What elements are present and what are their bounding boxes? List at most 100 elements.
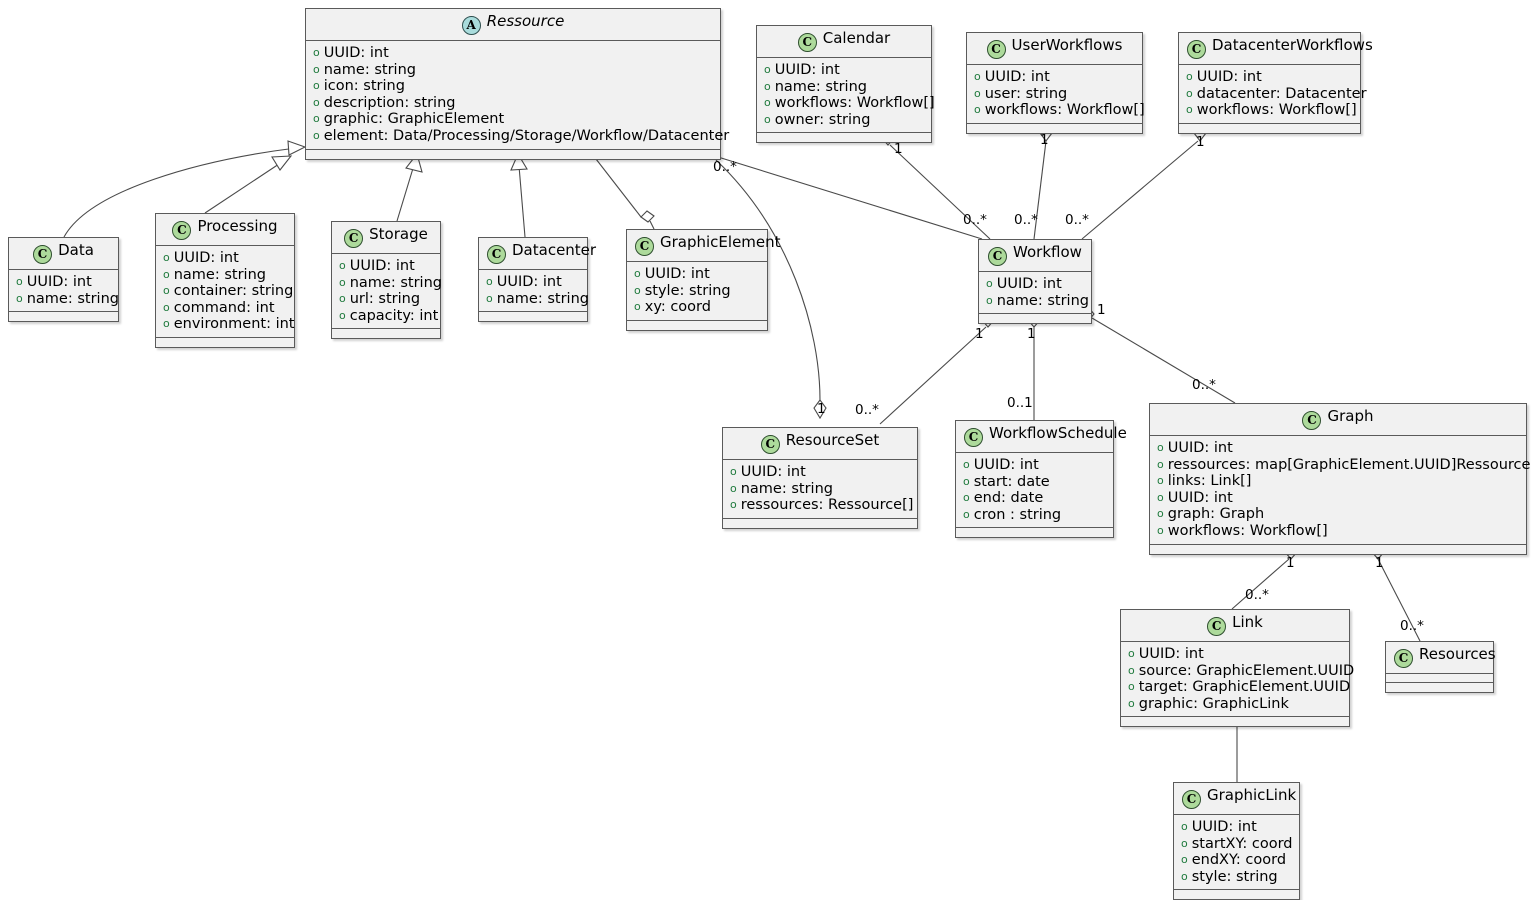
multiplicity-label-resourceset-one: 1 xyxy=(817,401,826,417)
attribute-text: capacity: int xyxy=(349,307,439,324)
attribute-text: user: string xyxy=(984,85,1068,102)
class-methods-datacenter xyxy=(479,312,587,322)
class-name-calendar: Calendar xyxy=(822,29,891,47)
public-visibility-icon: o xyxy=(163,284,170,298)
attribute-text: name: string xyxy=(774,78,867,95)
attribute-text: graph: Graph xyxy=(1167,506,1265,523)
public-visibility-icon: o xyxy=(986,277,993,290)
class-header-calendar: C Calendar xyxy=(757,26,931,58)
class-icon: C xyxy=(797,33,817,52)
class-methods-resources xyxy=(1386,683,1493,692)
class-methods-ressource xyxy=(306,149,720,159)
public-visibility-icon: o xyxy=(339,275,346,289)
class-icon: C xyxy=(33,245,53,264)
class-name-graph: Graph xyxy=(1327,407,1374,425)
class-name-datacenterworkflows: DatacenterWorkflows xyxy=(1212,36,1373,54)
attribute-text: name: string xyxy=(496,290,589,307)
attribute-text: graphic: GraphicLink xyxy=(1138,695,1289,712)
public-visibility-icon: o xyxy=(1186,70,1193,83)
public-visibility-icon: o xyxy=(313,62,320,76)
attribute-text: UUID: int xyxy=(349,258,415,274)
public-visibility-icon: o xyxy=(486,275,493,288)
public-visibility-icon: o xyxy=(1181,820,1188,833)
class-methods-resourceset xyxy=(723,518,917,528)
attribute-text: style: string xyxy=(644,282,731,299)
attribute-text: UUID: int xyxy=(496,274,562,290)
class-methods-workflow xyxy=(979,314,1091,324)
class-name-datacenter: Datacenter xyxy=(512,241,597,259)
class-icon: C xyxy=(1187,40,1206,59)
attribute-text: style: string xyxy=(1191,868,1278,885)
attribute-text: cron : string xyxy=(973,506,1062,523)
attribute-text: workflows: Workflow[] xyxy=(1167,522,1328,539)
attribute-text: xy: coord xyxy=(644,299,711,316)
attribute-text: owner: string xyxy=(774,111,871,128)
public-visibility-icon: o xyxy=(1157,474,1164,488)
multiplicity-label-ressource-multi: 0..* xyxy=(713,159,737,175)
class-header-datacenterworkflows: C DatacenterWorkflows xyxy=(1179,33,1373,65)
class-methods-workflowschedule xyxy=(956,528,1113,538)
attribute-text: UUID: int xyxy=(1138,646,1204,662)
multiplicity-label-calendar-one: 1 xyxy=(894,141,903,157)
class-icon: C xyxy=(1394,649,1413,668)
class-methods-calendar xyxy=(757,133,931,143)
class-methods-datacenterworkflows xyxy=(1179,123,1360,133)
public-visibility-icon: o xyxy=(764,79,771,93)
class-name-resourceset: ResourceSet xyxy=(785,431,880,449)
public-visibility-icon: o xyxy=(1157,441,1164,454)
attribute-text: startXY: coord xyxy=(1191,835,1293,852)
attribute-text: UUID: int xyxy=(1196,69,1262,85)
class-icon: C xyxy=(760,435,780,454)
multiplicity-label-graph-link-one: 1 xyxy=(1286,555,1295,571)
public-visibility-icon: o xyxy=(313,79,320,93)
public-visibility-icon: o xyxy=(1186,103,1193,117)
